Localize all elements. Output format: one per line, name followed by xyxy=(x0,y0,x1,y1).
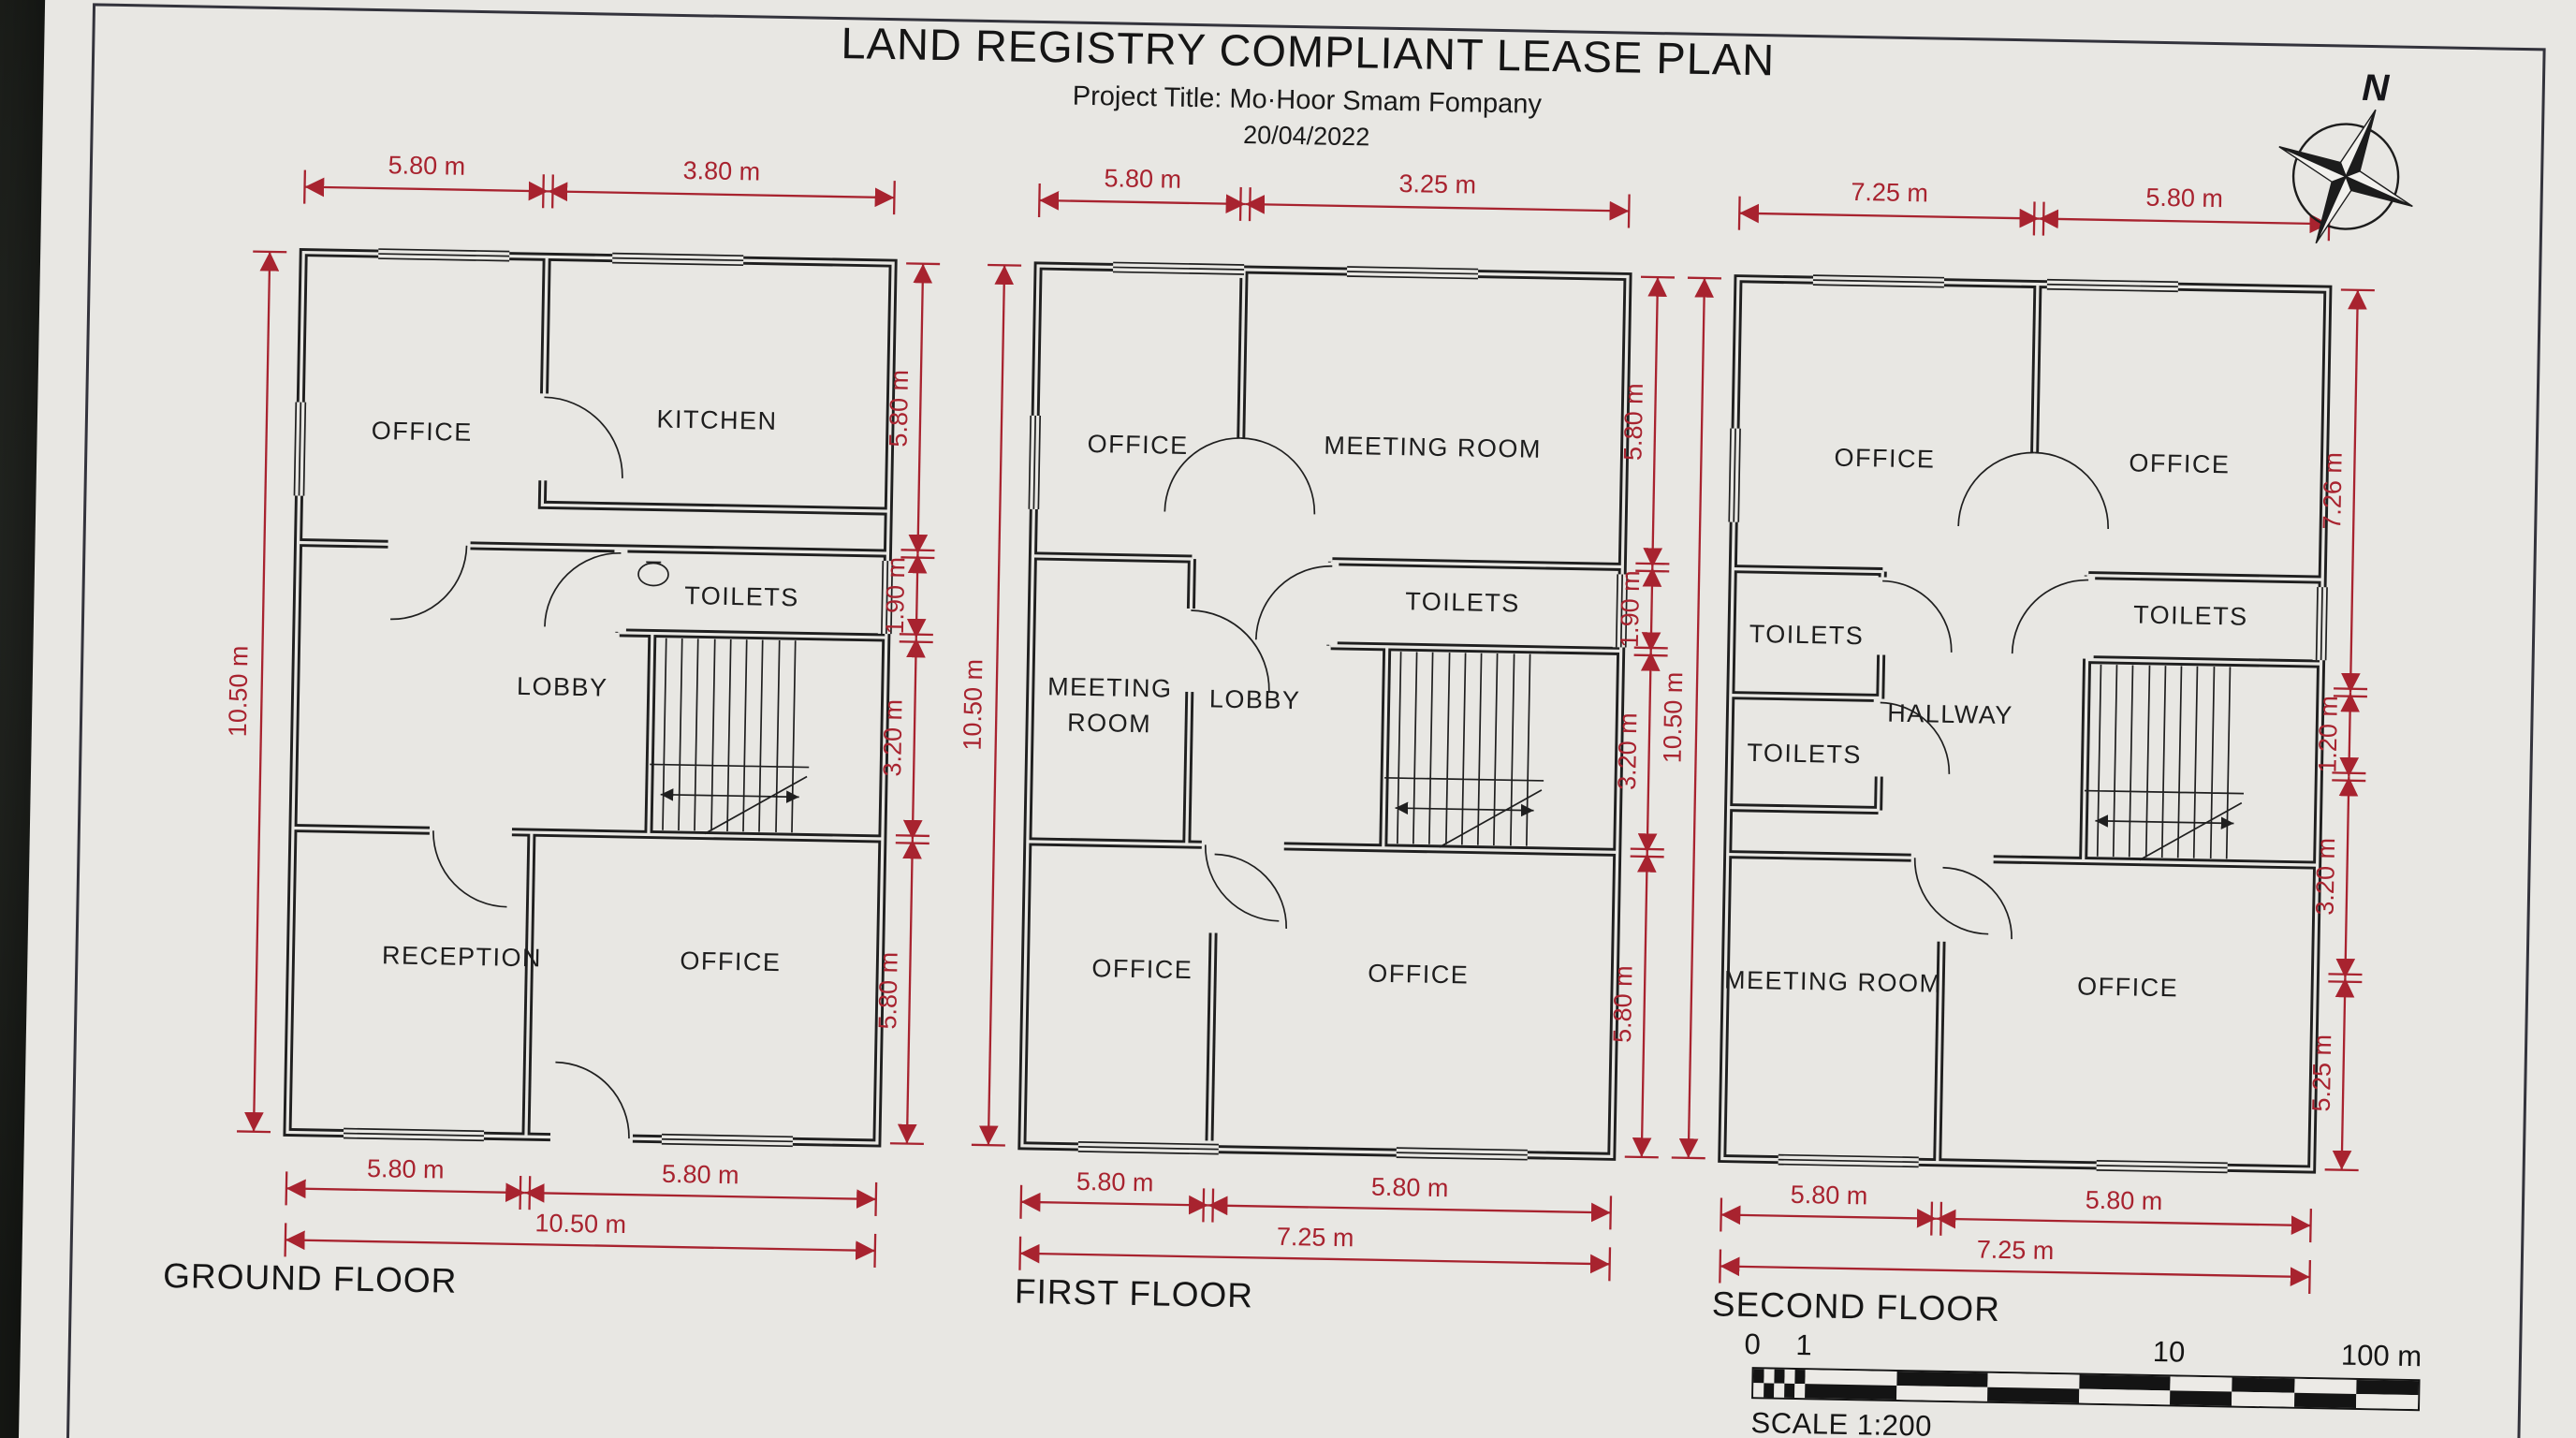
dim-right-2: 1.90 m xyxy=(881,557,911,635)
north-label: N xyxy=(2362,67,2391,110)
staircase xyxy=(1384,652,1544,848)
dim-bottom-a: 5.80 m xyxy=(367,1154,445,1184)
door-swing-arcs xyxy=(390,396,630,1139)
dim-bottom-b: 5.80 m xyxy=(1371,1173,1449,1203)
dim-right-4: 5.80 m xyxy=(873,952,903,1030)
dim-top-a: 5.80 m xyxy=(1104,164,1181,194)
dim-right-4: 5.80 m xyxy=(1608,965,1638,1043)
dim-top-a: 5.80 m xyxy=(388,151,465,181)
room-label-lobby: LOBBY xyxy=(517,672,608,702)
dim-right-3: 3.20 m xyxy=(1613,712,1643,790)
door-swing-arcs xyxy=(1880,451,2110,940)
dim-top-a: 7.25 m xyxy=(1851,178,1928,208)
dim-left-total: 10.50 m xyxy=(1658,671,1688,763)
door-swing-arcs xyxy=(1164,437,1333,929)
room-label-meeting-mid-line2: ROOM xyxy=(1067,709,1152,739)
plan-sheet: LAND REGISTRY COMPLIANT LEASE PLAN Proje… xyxy=(18,0,2576,1438)
room-label-office-bottom: OFFICE xyxy=(2077,972,2179,1002)
room-label-lobby: LOBBY xyxy=(1209,684,1301,714)
dim-top-b: 3.80 m xyxy=(682,156,760,186)
room-label-toilets-lower: TOILETS xyxy=(1747,739,1862,769)
door-openings xyxy=(388,393,634,1148)
dim-left-total: 10.50 m xyxy=(224,645,254,737)
second-floor-walls xyxy=(1718,274,2333,1174)
dim-bottom-b: 5.80 m xyxy=(662,1160,739,1190)
window-glazing-lines xyxy=(1028,261,1629,1161)
dimension-lines xyxy=(1671,196,2375,1295)
dim-bottom-a: 5.80 m xyxy=(1076,1167,1154,1197)
dim-right-1: 5.80 m xyxy=(885,370,915,448)
dim-right-4: 5.25 m xyxy=(2307,1034,2337,1112)
floor-title-second: SECOND FLOOR xyxy=(1712,1284,2001,1328)
sink-symbol xyxy=(637,561,669,587)
room-label-meeting-bottom: MEETING ROOM xyxy=(1724,966,1942,998)
room-label-meeting-top: MEETING ROOM xyxy=(1324,432,1542,463)
room-label-toilets-right: TOILETS xyxy=(2133,600,2248,630)
door-openings xyxy=(1872,576,2096,942)
dim-right-1: 5.80 m xyxy=(1618,383,1648,461)
room-label-hallway: HALLWAY xyxy=(1887,699,2013,729)
floor-title-ground: GROUND FLOOR xyxy=(163,1256,458,1300)
room-label-kitchen: KITCHEN xyxy=(656,405,778,435)
window-openings xyxy=(1725,271,2332,1177)
window-glazing-lines xyxy=(293,248,894,1148)
compass-rose: N xyxy=(2278,67,2413,244)
dim-top-b: 5.80 m xyxy=(2145,183,2223,213)
second-floor-plan: 7.25 m 5.80 m 10.50 m 7.26 m 1.20 m 3.20… xyxy=(1658,178,2375,1328)
scale-tick-100: 100 m xyxy=(2340,1338,2422,1373)
room-label-office-top: OFFICE xyxy=(371,417,473,447)
room-label-reception: RECEPTION xyxy=(382,941,543,972)
compass-star xyxy=(2278,109,2413,244)
compass-circle xyxy=(2291,123,2400,230)
dim-right-3: 3.20 m xyxy=(2311,838,2341,916)
dim-right-1: 7.26 m xyxy=(2318,452,2348,530)
window-glazing-lines xyxy=(1728,274,2328,1174)
dim-bottom-total: 10.50 m xyxy=(534,1209,626,1239)
room-label-toilets: TOILETS xyxy=(1405,587,1520,617)
room-label-office-top-right: OFFICE xyxy=(2129,448,2231,478)
scale-bar: 0 1 10 100 m SCALE 1:200 xyxy=(1719,1328,2488,1438)
room-label-toilets-upper: TOILETS xyxy=(1749,620,1864,650)
dim-right-2: 1.20 m xyxy=(2313,696,2343,773)
room-label-office-top: OFFICE xyxy=(1087,430,1189,460)
dim-top-b: 3.25 m xyxy=(1398,169,1476,199)
dim-bottom-total: 7.25 m xyxy=(1976,1236,2054,1266)
room-label-office-bottom-right: OFFICE xyxy=(1368,960,1470,990)
door-openings xyxy=(1182,562,1339,933)
room-label-office-top-left: OFFICE xyxy=(1834,444,1936,474)
dim-left-total: 10.50 m xyxy=(959,659,988,751)
staircase xyxy=(2085,664,2245,861)
scale-tick-0: 0 xyxy=(1744,1327,1762,1361)
room-label-office-bottom-left: OFFICE xyxy=(1091,954,1193,984)
dim-bottom-b: 5.80 m xyxy=(2085,1186,2162,1216)
room-label-toilets: TOILETS xyxy=(684,581,799,611)
scale-tick-10: 10 xyxy=(2152,1334,2186,1369)
dim-right-3: 3.20 m xyxy=(878,699,908,777)
scale-bar-graphic xyxy=(1751,1367,2421,1412)
dim-bottom-a: 5.80 m xyxy=(1791,1181,1868,1211)
dim-bottom-total: 7.25 m xyxy=(1277,1223,1354,1253)
dimension-lines xyxy=(971,183,1676,1282)
floor-title-first: FIRST FLOOR xyxy=(1015,1272,1254,1315)
room-label-meeting-mid-line1: MEETING xyxy=(1047,672,1173,702)
scale-tick-1: 1 xyxy=(1795,1328,1813,1362)
scale-ratio-label: SCALE 1:200 xyxy=(1750,1406,1933,1438)
room-label-office-bottom: OFFICE xyxy=(680,946,782,976)
dim-right-2: 1.90 m xyxy=(1616,570,1646,648)
staircase xyxy=(650,638,810,835)
dimension-lines xyxy=(237,169,941,1268)
first-floor-plan: 5.80 m 3.25 m 10.50 m 5.80 m 1.90 m 3.20… xyxy=(959,164,1676,1315)
ground-floor-plan: 5.80 m 3.80 m 10.50 m 5.80 m 1.90 m 3.20… xyxy=(163,151,941,1300)
